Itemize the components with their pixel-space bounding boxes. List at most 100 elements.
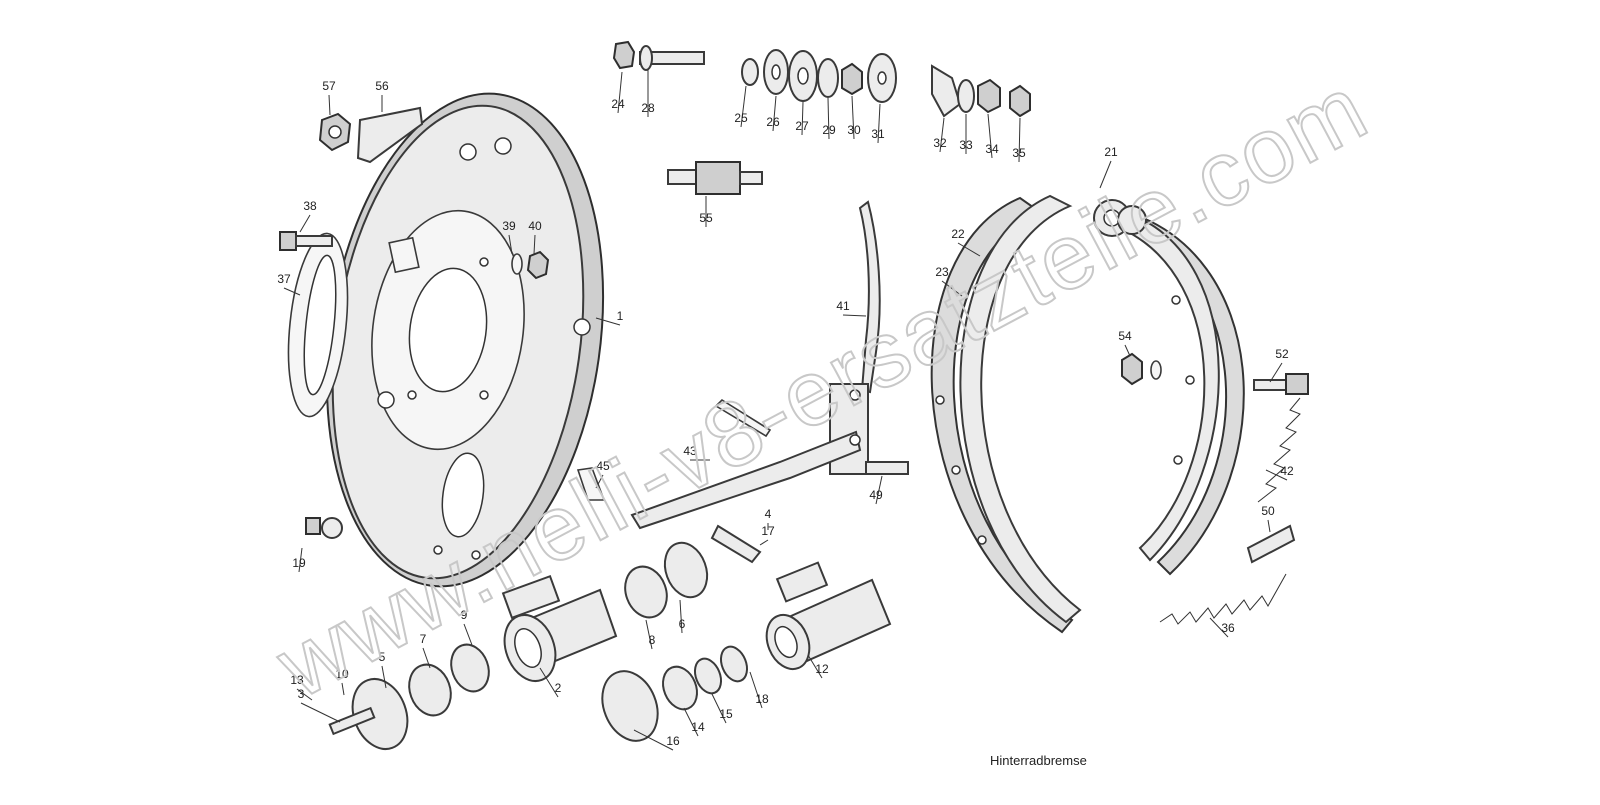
callout-30: 30 — [847, 123, 861, 137]
diagram-caption: Hinterradbremse — [990, 753, 1087, 768]
callout-17: 17 — [761, 524, 775, 538]
callout-leader-24 — [617, 71, 623, 114]
callout-2: 2 — [555, 681, 562, 695]
callout-49: 49 — [869, 488, 883, 502]
cotter-pin-45 — [576, 467, 606, 501]
adjuster-52 — [1253, 373, 1309, 395]
callout-leader-12 — [807, 654, 823, 679]
brake-shoes — [930, 194, 1245, 634]
callout-5: 5 — [379, 650, 386, 664]
callout-27: 27 — [795, 119, 809, 133]
callout-18: 18 — [755, 692, 769, 706]
callout-16: 16 — [666, 734, 680, 748]
callout-leader-6 — [679, 599, 683, 634]
callout-leader-18 — [749, 671, 763, 709]
callout-leader-15 — [711, 693, 727, 724]
callout-leader-57 — [328, 94, 331, 116]
callout-22: 22 — [951, 227, 965, 241]
callout-10: 10 — [335, 667, 349, 681]
callout-leader-45 — [595, 474, 604, 489]
callout-leader-38 — [299, 214, 311, 233]
callout-leader-36 — [1209, 617, 1229, 638]
callout-38: 38 — [303, 199, 317, 213]
bracket-43 — [630, 383, 869, 530]
callout-15: 15 — [719, 707, 733, 721]
callout-42: 42 — [1280, 464, 1294, 478]
callout-32: 32 — [933, 136, 947, 150]
washer-39 — [511, 253, 523, 275]
callout-leader-19 — [298, 547, 303, 573]
callout-43: 43 — [683, 444, 697, 458]
callout-33: 33 — [959, 138, 973, 152]
callout-leader-2 — [539, 667, 559, 698]
callout-leader-1 — [595, 317, 621, 326]
callout-leader-31 — [877, 103, 881, 144]
callout-leader-16 — [633, 729, 674, 751]
callout-19: 19 — [292, 556, 306, 570]
callout-leader-13 — [296, 688, 313, 701]
callout-leader-29 — [827, 97, 830, 140]
wheel-cylinder-2 — [501, 574, 618, 682]
callout-4: 4 — [765, 507, 772, 521]
callout-54: 54 — [1118, 329, 1132, 343]
callout-8: 8 — [649, 633, 656, 647]
bolt-19 — [305, 517, 343, 539]
callout-leader-30 — [851, 95, 855, 140]
cylinder-internals-left — [328, 541, 709, 750]
callout-55: 55 — [699, 211, 713, 225]
callout-leader-3 — [300, 702, 341, 723]
bolt-38 — [279, 231, 333, 251]
callout-12: 12 — [815, 662, 829, 676]
callout-50: 50 — [1261, 504, 1275, 518]
callout-leader-42 — [1265, 469, 1288, 481]
callout-leader-17 — [759, 539, 769, 546]
callout-52: 52 — [1275, 347, 1289, 361]
cylinder-internals-right — [601, 645, 749, 742]
callout-leader-35 — [1018, 117, 1021, 163]
callout-37: 37 — [277, 272, 291, 286]
callout-35: 35 — [1012, 146, 1026, 160]
callout-36: 36 — [1221, 621, 1235, 635]
callout-6: 6 — [679, 617, 686, 631]
callout-21: 21 — [1104, 145, 1118, 159]
callout-leader-22 — [957, 242, 981, 257]
plate-56 — [356, 106, 424, 164]
callout-leader-26 — [772, 95, 777, 132]
washer-stack — [741, 49, 897, 103]
callout-41: 41 — [836, 299, 850, 313]
nut-57 — [318, 112, 352, 152]
callout-1: 1 — [617, 309, 624, 323]
callout-leader-34 — [987, 113, 993, 159]
hardware-32-35 — [931, 64, 1031, 118]
callout-leader-7 — [422, 647, 431, 669]
adjuster-55 — [667, 161, 763, 195]
callout-57: 57 — [322, 79, 336, 93]
callout-leader-21 — [1099, 160, 1112, 189]
callout-39: 39 — [502, 219, 516, 233]
callout-leader-23 — [941, 280, 963, 297]
callout-leader-39 — [508, 234, 513, 255]
callout-9: 9 — [461, 608, 468, 622]
callout-31: 31 — [871, 127, 885, 141]
wheel-cylinder-12 — [765, 561, 892, 671]
callout-34: 34 — [985, 142, 999, 156]
spring-36 — [1159, 573, 1287, 625]
callout-leader-54 — [1124, 344, 1131, 357]
callout-leader-37 — [283, 287, 301, 296]
washer-54 — [1150, 360, 1162, 380]
callout-leader-25 — [740, 85, 747, 128]
callout-7: 7 — [420, 632, 427, 646]
callout-leader-8 — [645, 619, 653, 650]
callout-leader-41 — [842, 314, 867, 317]
callout-26: 26 — [766, 115, 780, 129]
pin-49 — [865, 461, 909, 475]
bolt-24-28 — [612, 40, 705, 71]
callout-29: 29 — [822, 123, 836, 137]
callout-leader-49 — [875, 475, 883, 505]
clevis-pin — [714, 398, 772, 438]
callout-13: 13 — [290, 673, 304, 687]
callout-leader-27 — [801, 101, 804, 136]
callout-leader-14 — [683, 707, 699, 737]
nut-40 — [526, 250, 550, 280]
